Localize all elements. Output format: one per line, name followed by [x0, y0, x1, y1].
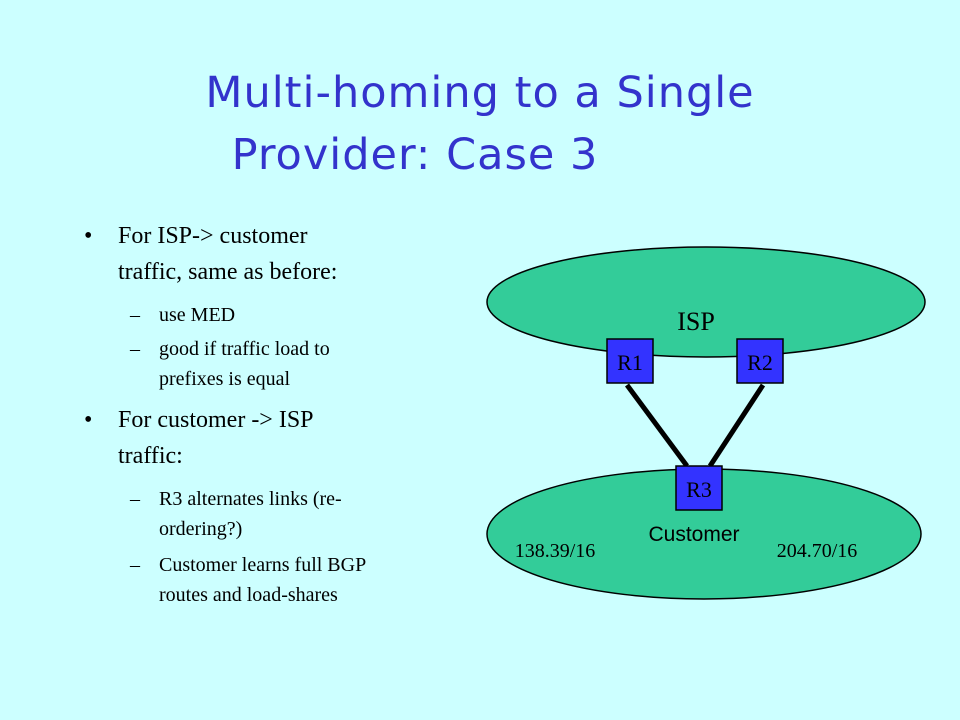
slide-title-line1: Multi-homing to a Single [205, 68, 755, 118]
customer-label: Customer [648, 523, 739, 546]
isp-ellipse [486, 246, 926, 358]
sub-bullet-item: – Customer learns full BGP routes and lo… [84, 550, 424, 610]
router-r3-label: R3 [686, 477, 712, 502]
sub-bullet-text-line: use MED [159, 304, 236, 326]
router-r1-label: R1 [617, 350, 643, 375]
sub-bullet-dash: – [130, 488, 140, 510]
bullet-text-line: For customer -> ISP [118, 407, 314, 433]
sub-bullet-text-line: prefixes is equal [159, 368, 291, 390]
link-r2-r3 [707, 383, 766, 468]
sub-bullet-dash: – [130, 304, 140, 326]
bullet-text-line: traffic: [118, 443, 183, 469]
sub-bullet-text-line: ordering?) [159, 518, 243, 540]
router-r3 [675, 465, 723, 511]
bullet-dot: • [84, 223, 93, 249]
sub-bullet-text-line: good if traffic load to [159, 338, 330, 360]
bullet-text-line: traffic, same as before: [118, 259, 338, 285]
sub-bullet-text-line: routes and load-shares [159, 584, 338, 606]
router-r2-label: R2 [747, 350, 773, 375]
sub-bullet-item: – good if traffic load to prefixes is eq… [84, 334, 424, 394]
link-r1-r3 [624, 383, 690, 468]
bullet-item: • For ISP-> customer traffic, same as be… [84, 218, 424, 290]
bullet-item: • For customer -> ISP traffic: [84, 402, 424, 474]
isp-label: ISP [677, 307, 715, 336]
slide-title-line2: Provider: Case 3 [231, 130, 599, 180]
slide-title: Multi-homing to a Single Provider: Case … [0, 62, 960, 186]
bullet-dot: • [84, 407, 93, 433]
sub-bullet-text-line: Customer learns full BGP [159, 554, 367, 576]
prefix-right-label: 204.70/16 [777, 540, 858, 562]
router-r1 [606, 338, 654, 384]
sub-bullet-dash: – [130, 554, 140, 576]
sub-bullet-dash: – [130, 338, 140, 360]
sub-bullet-text-line: R3 alternates links (re- [159, 488, 342, 510]
sub-bullet-item: – R3 alternates links (re- ordering?) [84, 484, 424, 544]
bullet-list: • For ISP-> customer traffic, same as be… [84, 218, 424, 610]
sub-bullet-item: – use MED [84, 300, 424, 330]
router-r2 [736, 338, 784, 384]
prefix-left-label: 138.39/16 [515, 540, 596, 562]
bullet-text-line: For ISP-> customer [118, 223, 308, 249]
